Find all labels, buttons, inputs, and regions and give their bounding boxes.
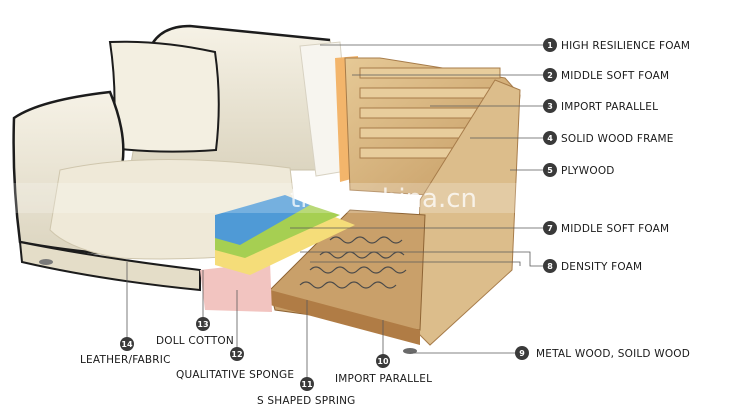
callout-9: 9 METAL WOOD, SOILD WOOD bbox=[515, 346, 690, 360]
sofa-foot-left bbox=[39, 259, 53, 265]
svg-text:DOLL COTTON: DOLL COTTON bbox=[156, 335, 234, 347]
sofa-pillow bbox=[108, 40, 220, 153]
svg-text:2: 2 bbox=[547, 71, 553, 80]
seat-foam-green bbox=[215, 205, 340, 258]
s-shaped-springs bbox=[299, 236, 407, 289]
svg-text:SOLID WOOD FRAME: SOLID WOOD FRAME bbox=[561, 133, 674, 145]
svg-text:7: 7 bbox=[547, 224, 553, 233]
svg-text:5: 5 bbox=[547, 166, 553, 175]
callout-2: 2 MIDDLE SOFT FOAM bbox=[543, 68, 669, 82]
svg-text:IMPORT PARALLEL: IMPORT PARALLEL bbox=[561, 101, 658, 113]
svg-text:DENSITY FOAM: DENSITY FOAM bbox=[561, 261, 642, 273]
svg-text:1: 1 bbox=[547, 41, 553, 50]
svg-text:3: 3 bbox=[547, 102, 553, 111]
seat-frame-front bbox=[270, 290, 420, 345]
callout-3: 3 IMPORT PARALLEL bbox=[543, 99, 658, 113]
svg-text:QUALITATIVE SPONGE: QUALITATIVE SPONGE bbox=[176, 369, 294, 381]
svg-text:9: 9 bbox=[519, 349, 525, 358]
plywood-side bbox=[414, 79, 521, 346]
svg-text:S SHAPED SPRING: S SHAPED SPRING bbox=[257, 395, 356, 407]
callout-10: 10 IMPORT PARALLEL bbox=[335, 354, 432, 385]
svg-text:METAL WOOD, SOILD WOOD: METAL WOOD, SOILD WOOD bbox=[536, 348, 690, 360]
callout-14: 14 LEATHER/FABRIC bbox=[80, 337, 171, 366]
callout-12: 12 QUALITATIVE SPONGE bbox=[176, 347, 294, 381]
callout-7: 7 MIDDLE SOFT FOAM bbox=[543, 221, 669, 235]
seat-foam-blue bbox=[215, 195, 310, 245]
svg-text:MIDDLE SOFT FOAM: MIDDLE SOFT FOAM bbox=[561, 223, 669, 235]
svg-text:14: 14 bbox=[121, 340, 133, 349]
svg-text:11: 11 bbox=[301, 380, 313, 389]
seat-foam-yellow bbox=[215, 215, 355, 275]
svg-text:10: 10 bbox=[377, 357, 389, 366]
svg-text:12: 12 bbox=[231, 350, 242, 359]
seat-sponge-pink bbox=[200, 262, 272, 312]
leader-lines-bottom bbox=[126, 262, 384, 378]
callout-4: 4 SOLID WOOD FRAME bbox=[543, 131, 674, 145]
svg-text:HIGH RESILIENCE FOAM: HIGH RESILIENCE FOAM bbox=[561, 40, 690, 52]
svg-text:LEATHER/FABRIC: LEATHER/FABRIC bbox=[80, 354, 171, 366]
sofa-foot-right bbox=[403, 348, 417, 354]
svg-text:MIDDLE SOFT FOAM: MIDDLE SOFT FOAM bbox=[561, 70, 669, 82]
svg-text:8: 8 bbox=[547, 262, 553, 271]
callout-8: 8 DENSITY FOAM bbox=[543, 259, 642, 273]
watermark-text: trade.china.cn bbox=[290, 184, 477, 214]
callout-11: 11 S SHAPED SPRING bbox=[257, 377, 356, 407]
leader-lines bbox=[290, 44, 543, 354]
svg-text:4: 4 bbox=[547, 134, 553, 143]
callout-1: 1 HIGH RESILIENCE FOAM bbox=[543, 38, 690, 52]
svg-text:PLYWOOD: PLYWOOD bbox=[561, 165, 615, 177]
svg-text:IMPORT PARALLEL: IMPORT PARALLEL bbox=[335, 373, 432, 385]
watermark-band bbox=[0, 183, 751, 213]
sofa-base bbox=[18, 240, 201, 292]
callout-13: 13 DOLL COTTON bbox=[156, 317, 234, 347]
back-slats bbox=[359, 67, 501, 159]
svg-text:13: 13 bbox=[197, 320, 208, 329]
callout-5: 5 PLYWOOD bbox=[543, 163, 615, 177]
